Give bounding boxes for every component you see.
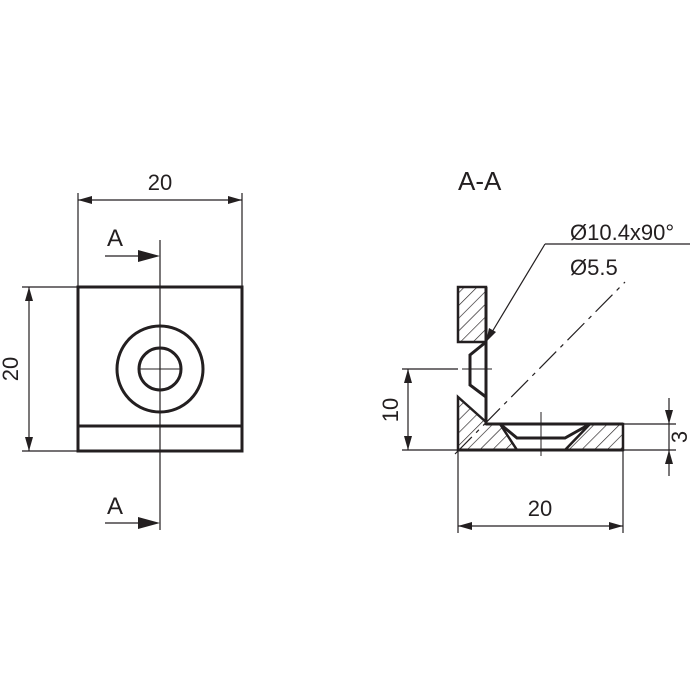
section-label-bottom: A: [107, 493, 123, 520]
section-width-arrow-left: [458, 522, 472, 530]
vertical-leg-upper: [456, 285, 488, 344]
section-view: A-A Ø10.4x90° Ø5.5 10: [378, 166, 692, 533]
hole-height-arrow-top: [404, 369, 412, 383]
section-label-top: A: [107, 225, 123, 252]
height-arrow-bottom: [25, 437, 33, 451]
height-arrow-top: [25, 287, 33, 301]
width-arrow-right: [228, 196, 242, 204]
height-dimension-value: 20: [0, 357, 23, 381]
section-width-arrow-right: [609, 522, 623, 530]
section-arrow-top-head: [138, 250, 160, 262]
section-width-value: 20: [528, 496, 552, 521]
hole-leader-dashed: [454, 281, 626, 455]
horizontal-leg-right: [562, 422, 625, 452]
countersink-leader-arrow: [486, 328, 496, 342]
thickness-value: 3: [667, 431, 692, 443]
thickness-arrow-top: [665, 410, 673, 424]
thickness-arrow-bottom: [665, 450, 673, 464]
width-dimension-value: 20: [148, 170, 172, 195]
front-view: A A 20 20: [0, 170, 244, 530]
section-arrow-bottom-head: [138, 517, 160, 529]
hole-height-value: 10: [378, 398, 403, 422]
width-arrow-left: [78, 196, 92, 204]
hole-callout: Ø5.5: [570, 255, 618, 280]
section-title: A-A: [458, 166, 502, 196]
hole-height-arrow-bottom: [404, 436, 412, 450]
horizontal-countersink-profile: [499, 422, 591, 440]
countersink-leader-diagonal: [485, 243, 546, 343]
countersink-callout: Ø10.4x90°: [570, 220, 674, 245]
